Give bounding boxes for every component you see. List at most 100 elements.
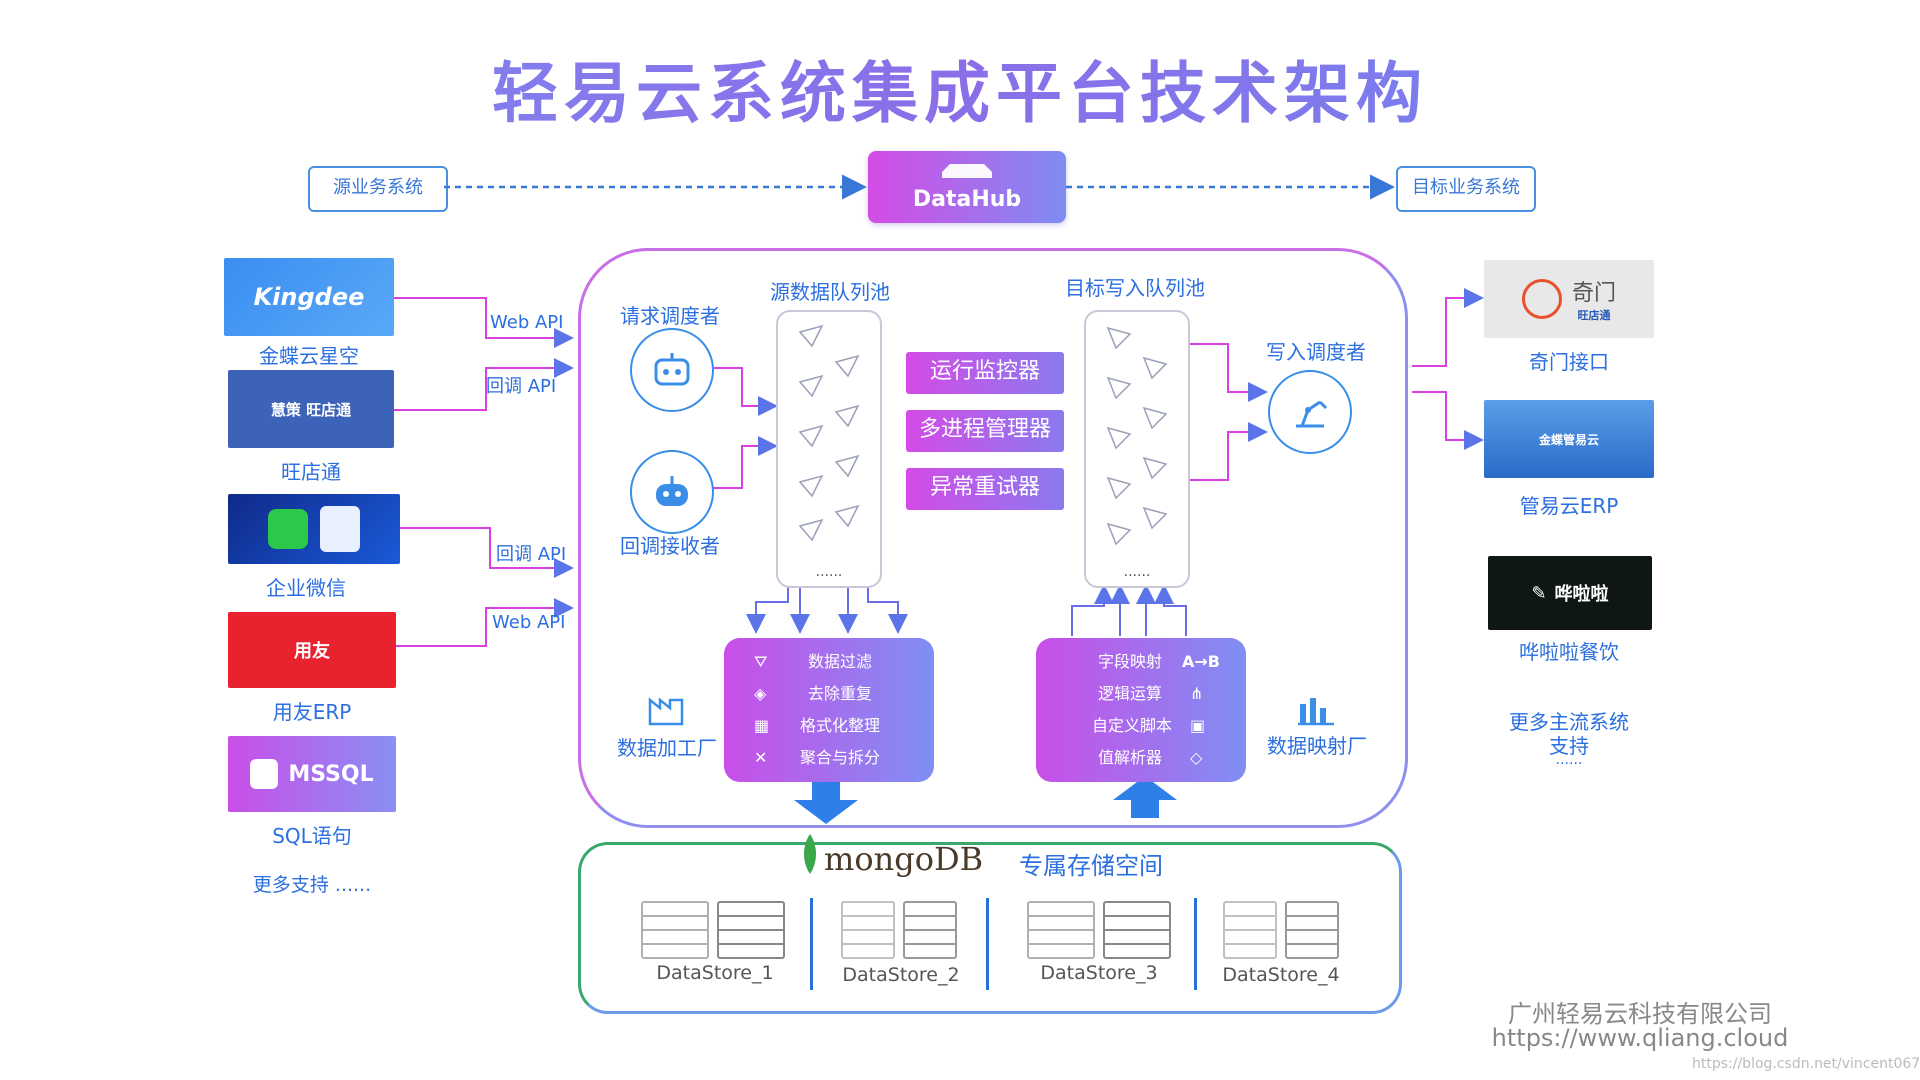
mapping-item-script: 自定义脚本: [1092, 716, 1173, 735]
yonyou-logo-text: 用友: [294, 641, 330, 662]
target-queue-label: 目标写入队列池: [1065, 276, 1205, 300]
qimen-logo-text: 奇门: [1571, 281, 1616, 306]
run-monitor: 运行监控器: [906, 352, 1064, 394]
write-scheduler-label: 写入调度者: [1266, 340, 1366, 364]
source-queue-dots: ......: [815, 564, 843, 580]
wangdiantong-logo-text: 慧策 旺店通: [270, 400, 352, 419]
left-more-support: 更多支持 ......: [252, 874, 372, 896]
datastore-2-label: DataStore_2: [842, 964, 960, 986]
exception-retrier: 异常重试器: [906, 468, 1064, 510]
right-more-line2: 支持: [1549, 734, 1589, 758]
guanyiyun-logo: 金蝶管易云: [1484, 400, 1654, 478]
mongodb-leaf-icon: [800, 832, 820, 876]
factory-label: 数据加工厂: [617, 736, 717, 760]
source-queue-label: 源数据队列池: [770, 280, 890, 304]
wechat-icon: [268, 509, 308, 549]
company-name: 广州轻易云科技有限公司: [1508, 1000, 1772, 1028]
factory-icon: [646, 690, 686, 726]
logic-icon: ⋔: [1190, 684, 1204, 703]
qimen-logo: 奇门 旺店通: [1484, 260, 1654, 338]
api-label-2: 回调 API: [486, 376, 557, 397]
mssql-logo-text: MSSQL: [288, 761, 374, 787]
field-mapping-icon: A→B: [1182, 652, 1220, 671]
qimen-icon: [1521, 279, 1562, 319]
datahub-icon: [940, 161, 994, 179]
factory-item-dedupe: 去除重复: [808, 684, 873, 703]
source-caption-wecom: 企业微信: [266, 576, 346, 600]
api-label-4: Web API: [492, 612, 566, 633]
target-caption-hualala: 哗啦啦餐饮: [1519, 640, 1619, 664]
right-more-line1: 更多主流系统: [1509, 710, 1629, 734]
mongodb-label: mongoDB: [824, 840, 984, 878]
datastore-3-icon: [1026, 900, 1176, 960]
yonyou-logo: 用友: [228, 612, 396, 688]
kingdee-logo-text: Kingdee: [253, 283, 365, 311]
right-more-line3: ......: [1555, 752, 1583, 768]
watermark: https://blog.csdn.net/vincent067: [1692, 1056, 1920, 1072]
datastore-4-icon: [1222, 900, 1342, 960]
phone-icon: [320, 506, 360, 552]
mssql-logo: MSSQL: [228, 736, 396, 812]
company-website: https://www.qliang.cloud: [1491, 1024, 1789, 1052]
page-title: 轻易云系统集成平台技术架构: [0, 40, 1920, 136]
kingdee-logo: Kingdee: [224, 258, 394, 336]
divider: [986, 898, 989, 990]
target-caption-guanyiyun: 管易云ERP: [1519, 494, 1619, 518]
factory-item-filter: 数据过滤: [808, 652, 873, 671]
hualala-logo: ✎ 哗啦啦: [1488, 556, 1652, 630]
paper-plane-icons-target: [1106, 326, 1168, 546]
source-caption-mssql: SQL语句: [272, 824, 352, 848]
mapping-item-logic: 逻辑运算: [1098, 684, 1163, 703]
storage-title: 专属存储空间: [1019, 852, 1163, 880]
guanyiyun-logo-text: 金蝶管易云: [1538, 432, 1599, 447]
robot-icon: [630, 328, 714, 412]
mapping-factory-icon: [1296, 690, 1336, 726]
api-label-1: Web API: [490, 312, 564, 333]
source-system-box: 源业务系统: [308, 166, 448, 212]
source-caption-wangdiantong: 旺店通: [281, 460, 341, 484]
datastore-3-label: DataStore_3: [1040, 962, 1158, 984]
grid-icon: ▦: [754, 716, 770, 735]
wangdiantong-logo: 慧策 旺店通: [228, 370, 394, 448]
request-scheduler-label: 请求调度者: [620, 304, 720, 328]
target-queue-pool: ......: [1084, 310, 1190, 588]
datastore-1-icon: [640, 900, 790, 960]
target-queue-dots: ......: [1123, 564, 1151, 580]
source-caption-yonyou: 用友ERP: [272, 700, 352, 724]
data-factory-box: ⛛ 数据过滤 ◈ 去除重复 ▦ 格式化整理 ✕ 聚合与拆分: [724, 638, 934, 782]
data-mapping-box: 字段映射 A→B 逻辑运算 ⋔ 自定义脚本 ▣ 值解析器 ◇: [1036, 638, 1246, 782]
dedupe-icon: ◈: [754, 684, 767, 703]
multiprocess-manager: 多进程管理器: [906, 410, 1064, 452]
database-icon: [250, 759, 279, 789]
paper-plane-icons: [798, 324, 860, 542]
mapping-item-parser: 值解析器: [1098, 748, 1163, 767]
wecom-logo: [228, 494, 400, 564]
datahub-box: DataHub: [868, 151, 1066, 223]
datastore-4-label: DataStore_4: [1222, 964, 1340, 986]
robot-arm-icon: [1268, 370, 1352, 454]
storage-frame: [578, 842, 1402, 1014]
target-caption-qimen: 奇门接口: [1529, 350, 1609, 374]
diamond-icon: ◇: [1190, 748, 1203, 767]
api-label-3: 回调 API: [496, 544, 567, 565]
filter-icon: ⛛: [754, 652, 768, 671]
qimen-logo-sub: 旺店通: [1577, 309, 1611, 322]
datastore-1-label: DataStore_1: [656, 962, 774, 984]
mapping-label: 数据映射厂: [1267, 734, 1367, 758]
datastore-2-icon: [840, 900, 960, 960]
script-icon: ▣: [1190, 716, 1206, 735]
target-system-box: 目标业务系统: [1396, 166, 1536, 212]
hualala-logo-text: 哗啦啦: [1554, 584, 1609, 605]
factory-item-merge: 聚合与拆分: [800, 748, 881, 767]
divider: [810, 898, 813, 990]
divider: [1194, 898, 1197, 990]
split-icon: ✕: [754, 748, 768, 767]
datahub-label: DataHub: [912, 187, 1022, 212]
source-caption-kingdee: 金蝶云星空: [259, 344, 359, 368]
factory-item-format: 格式化整理: [800, 716, 881, 735]
source-queue-pool: ......: [776, 310, 882, 588]
receiver-robot-icon: [630, 450, 714, 534]
hualala-icon: ✎: [1531, 582, 1547, 604]
callback-receiver-label: 回调接收者: [620, 534, 720, 558]
